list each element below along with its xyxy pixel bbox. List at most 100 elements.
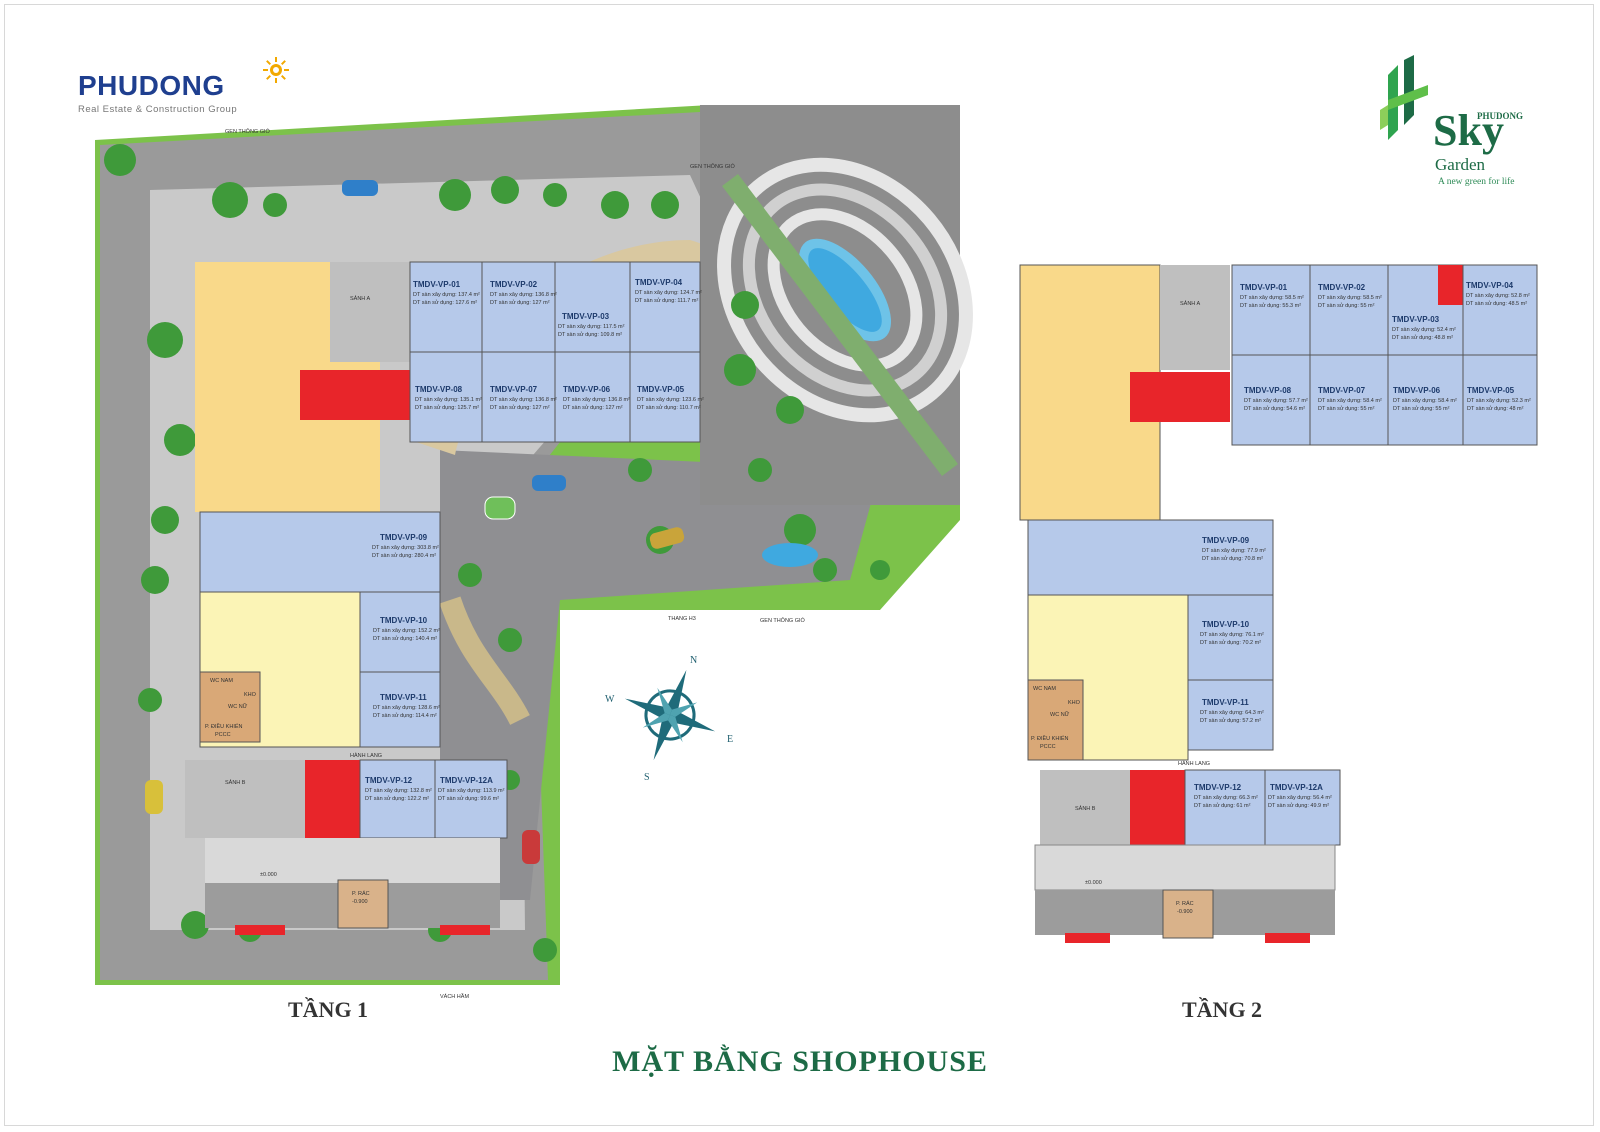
f1-unit-03-build: DT sàn xây dựng: 117.5 m² [558,324,625,330]
f2-unit-02-build: DT sàn xây dựng: 58.5 m² [1318,295,1382,301]
f2-red-strip-2 [1265,933,1310,943]
f2-stairs-b [1438,265,1463,305]
f1-unit-12a-build: DT sàn xây dựng: 113.9 m² [438,788,505,794]
f2-pccc-label: PCCC [1040,744,1056,750]
f1-unit-04-build: DT sàn xây dựng: 124.7 m² [635,290,702,296]
f2-unit-05-build: DT sàn xây dựng: 52.3 m² [1467,398,1531,404]
page-title: MẶT BẰNG SHOPHOUSE [612,1045,988,1078]
f1-unit-08-use: DT sàn sử dụng: 125.7 m² [415,404,479,411]
f1-unit-07-use: DT sàn sử dụng: 127 m² [490,404,550,411]
f1-unit-07-code: TMDV-VP-07 [490,385,538,394]
f2-unit-02-use: DT sàn sử dụng: 55 m² [1318,302,1375,309]
floor-2-plan [1019,264,1538,943]
f2-unit-06-code: TMDV-VP-06 [1393,386,1441,395]
f2-unit-04-code: TMDV-VP-04 [1466,281,1514,290]
f1-sanh-a-label: SẢNH A [350,295,371,302]
f2-unit-06-use: DT sàn sử dụng: 55 m² [1393,405,1450,412]
f1-unit-03-use: DT sàn sử dụng: 109.8 m² [558,331,622,338]
f2-red-strip-1 [1065,933,1110,943]
f1-unit-11-build: DT sàn xây dựng: 128.6 m² [373,705,440,711]
sky-garden-logo: PHUDONG Sky Garden A new green for life [1380,55,1530,187]
f1-unit-12-build: DT sàn xây dựng: 132.8 m² [365,788,432,794]
oval-track [717,157,973,477]
f2-unit-04-build: DT sàn xây dựng: 52.8 m² [1466,293,1530,299]
f2-wc-nu-label: WC NỮ [1050,711,1070,718]
f2-unit-07-code: TMDV-VP-07 [1318,386,1366,395]
f1-unit-grid [410,262,700,442]
f2-unit-10-use: DT sàn sử dụng: 70.2 m² [1200,639,1261,646]
f1-unit-02-build: DT sàn xây dựng: 136.8 m² [490,292,557,298]
f2-unit-09-use: DT sàn sử dụng: 70.8 m² [1202,555,1263,562]
f1-sanh-b-label: SẢNH B [225,779,246,786]
f2-unit-08-build: DT sàn xây dựng: 57.7 m² [1244,398,1308,404]
f1-unit-04-code: TMDV-VP-04 [635,278,683,287]
f2-hanh-lang-label: HÀNH LANG [1178,760,1210,767]
f2-unit-12a-use: DT sàn sử dụng: 49.9 m² [1268,802,1329,809]
f1-unit-09-use: DT sàn sử dụng: 280.4 m² [372,552,436,559]
f2-service [1027,679,1084,761]
f2-unit-07-build: DT sàn xây dựng: 58.4 m² [1318,398,1382,404]
f1-stairs-c [305,760,360,838]
f2-unit-08-code: TMDV-VP-08 [1244,386,1292,395]
f1-vp10 [359,591,441,673]
compass-e: E [727,734,733,745]
sun-icon [263,57,289,83]
f2-unit-08-use: DT sàn sử dụng: 54.6 m² [1244,405,1305,412]
f2-rac [1162,889,1214,939]
f1-level0-label: ±0.000 [260,872,277,878]
f1-sanh-a [330,262,410,362]
f2-corridor [1034,844,1336,891]
f1-corridor [205,838,500,883]
f2-unit-12-build: DT sàn xây dựng: 66.3 m² [1194,795,1258,801]
f2-stairs-a [1130,372,1230,422]
f2-sanh-b-label: SẢNH B [1075,805,1096,812]
f1-vp11 [359,671,441,748]
f1-red-strip-2 [440,925,490,935]
f1-wc-nu-label: WC NỮ [228,703,248,710]
f1-rac-label: P. RÁC [352,890,370,897]
f1-unit-09-code: TMDV-VP-09 [380,533,428,542]
f1-unit-10-build: DT sàn xây dựng: 152.2 m² [373,628,440,634]
f1-rac [337,879,389,929]
f2-sanh-b [1040,770,1130,845]
f2-unit-01-use: DT sàn sử dụng: 55.3 m² [1240,302,1301,309]
f1-unit-08-code: TMDV-VP-08 [415,385,463,394]
f2-stairs-c [1130,770,1185,845]
f1-gen-label: GEN THÔNG GIÓ [225,128,271,135]
f2-unit-labels: TMDV-VP-01 DT sàn xây dựng: 58.5 m² DT s… [1194,281,1531,809]
f1-unit-05-use: DT sàn sử dụng: 110.7 m² [637,404,701,411]
path-edge [439,596,530,726]
project-name: Sky [1433,106,1504,155]
compass-rose [624,669,716,761]
f1-unit-05-build: DT sàn xây dựng: 123.6 m² [637,397,704,403]
f2-rac-label: P. RÁC [1176,900,1194,907]
f1-pccc-label: PCCC [215,732,231,738]
pond [762,543,818,567]
f1-unit-labels: TMDV-VP-01 DT sàn xây dựng: 137.4 m² DT … [365,278,704,802]
f1-vp12a [434,759,508,839]
f1-stairs-a [300,370,410,420]
f1-wc-nam-label: WC NAM [210,678,233,684]
f2-vp12 [1184,769,1266,846]
f2-unit-10-code: TMDV-VP-10 [1202,620,1250,629]
f2-rac-level: -0.900 [1177,909,1193,915]
f1-unit-07-build: DT sàn xây dựng: 136.8 m² [490,397,557,403]
project-prefix: PHUDONG [1477,111,1523,121]
f1-unit-10-use: DT sàn sử dụng: 140.4 m² [373,635,437,642]
phudong-logo: PHUDONG Real Estate & Construction Group [78,57,289,115]
f2-unit-11-use: DT sàn sử dụng: 57.2 m² [1200,717,1261,724]
f1-unit-01-use: DT sàn sử dụng: 127.6 m² [413,299,477,306]
f1-gen-label-3: GEN THÔNG GIÓ [760,617,806,624]
f2-vp10 [1187,594,1274,681]
f2-unit-03-code: TMDV-VP-03 [1392,315,1440,324]
f1-red-strip-1 [235,925,285,935]
f2-unit-10-build: DT sàn xây dựng: 76.1 m² [1200,632,1264,638]
f2-unit-02-code: TMDV-VP-02 [1318,283,1366,292]
f1-rac-level: -0.900 [352,899,368,905]
f1-unit-11-code: TMDV-VP-11 [380,693,427,702]
f1-kho-label: KHO [244,692,257,698]
f2-unit-07-use: DT sàn sử dụng: 55 m² [1318,405,1375,412]
f1-gen-label-2: GEN THÔNG GIÓ [690,163,736,170]
planter [484,496,516,520]
f1-unit-12-use: DT sàn sử dụng: 122.2 m² [365,795,429,802]
